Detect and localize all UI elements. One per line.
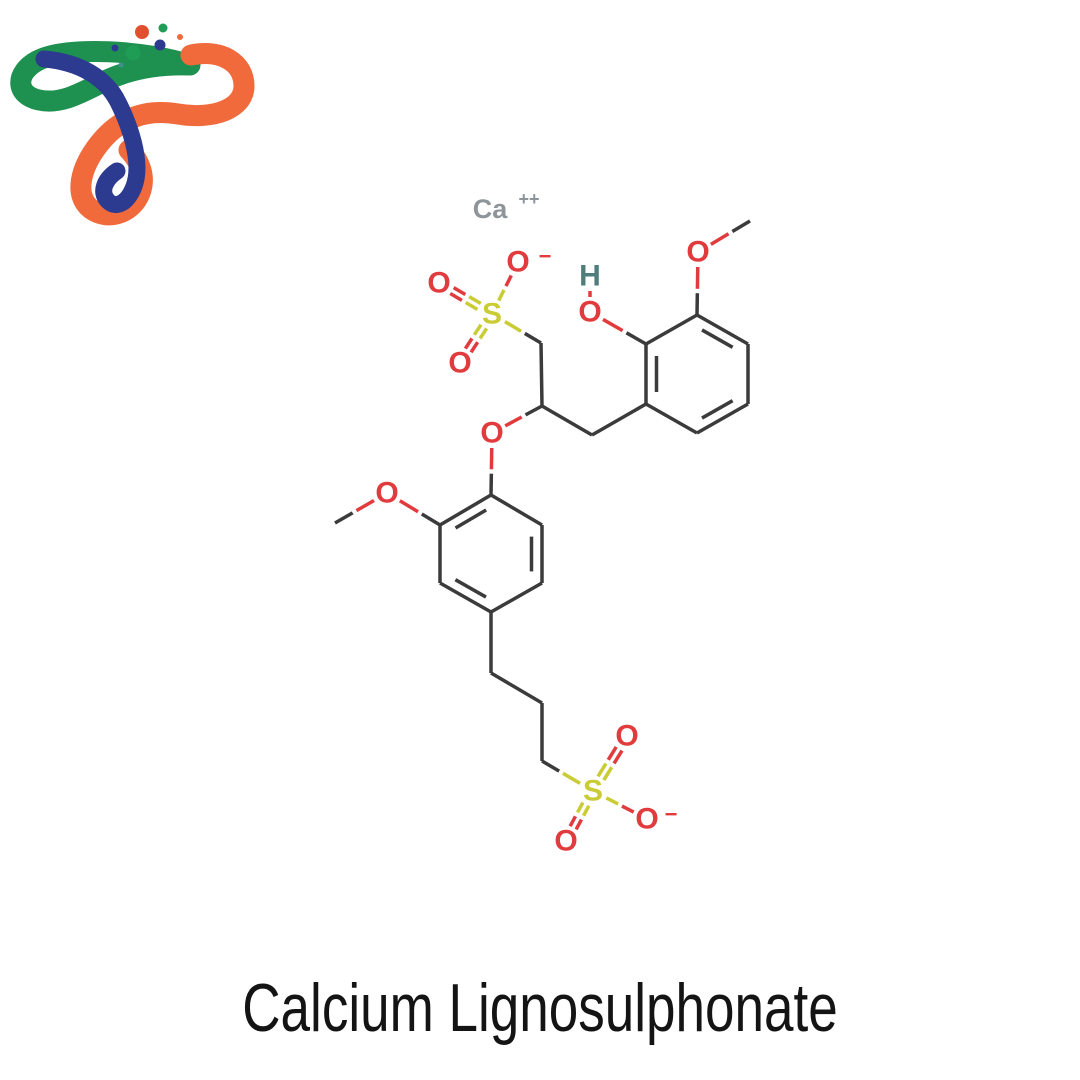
counterion-charge: ++ xyxy=(518,189,539,209)
bond-segment xyxy=(472,323,483,336)
bond-segment xyxy=(420,512,441,527)
bond-segment xyxy=(490,581,543,614)
bond-segment xyxy=(524,404,543,417)
bond-segment xyxy=(731,219,751,234)
atom-label-o: O xyxy=(427,267,450,300)
bond-segment xyxy=(490,671,543,705)
bond-segment xyxy=(574,818,583,831)
bond-segment xyxy=(591,402,647,437)
bond-segment xyxy=(469,341,480,354)
bond-segment xyxy=(468,295,482,306)
bond-segment xyxy=(696,313,749,346)
bond-segment xyxy=(606,746,618,761)
bond-segment xyxy=(645,402,698,435)
bond-segment xyxy=(602,766,614,781)
bond-segment xyxy=(464,301,479,311)
atom-label-o: O xyxy=(635,803,658,836)
atom-label-h: H xyxy=(579,260,601,293)
bond-segment xyxy=(454,508,488,530)
bond-segment xyxy=(645,313,698,346)
atom-label-o: O xyxy=(554,825,577,858)
atom-label-s: S xyxy=(583,775,603,808)
bond-segment xyxy=(504,274,513,287)
bond-segment xyxy=(709,232,730,246)
bond-segment xyxy=(478,327,489,340)
logo-dot xyxy=(154,39,166,51)
bond-segment xyxy=(602,317,624,333)
bond-segment xyxy=(539,342,544,407)
bond-segment xyxy=(439,493,492,527)
logo-dot xyxy=(118,62,124,68)
bond-segment xyxy=(541,759,561,773)
bond-segment xyxy=(541,404,593,437)
product-title: Calcium Lignosulphonate xyxy=(242,970,838,1046)
logo-dot xyxy=(135,25,149,39)
logo-dot xyxy=(111,44,119,52)
atom-label-o: O xyxy=(375,477,398,510)
bond-segment xyxy=(463,337,474,350)
charge-minus: − xyxy=(539,244,552,269)
logo-dot xyxy=(158,23,168,33)
bond-segment xyxy=(398,499,419,514)
atom-label-o: O xyxy=(448,347,471,380)
bond-segment xyxy=(625,331,647,346)
atom-label-o: O xyxy=(506,246,529,279)
bond-segment xyxy=(568,815,578,828)
logo-ribbon-navy xyxy=(35,50,146,213)
bond-segment xyxy=(596,762,608,778)
atom-label-o: O xyxy=(615,720,638,753)
bond-segment xyxy=(454,578,487,599)
bond-segment xyxy=(612,749,624,765)
bond-segment xyxy=(504,415,523,428)
logo-dot xyxy=(177,34,183,40)
logo-dot xyxy=(125,45,141,61)
bond-segment xyxy=(490,493,543,527)
bond-segment xyxy=(439,581,492,614)
atom-label-o: O xyxy=(480,417,503,450)
counterion-label: Ca xyxy=(473,194,508,224)
bond-segment xyxy=(504,320,522,333)
bond-segment xyxy=(334,511,354,525)
bond-segment xyxy=(452,286,467,296)
bond-segment xyxy=(701,399,734,420)
bond-segment xyxy=(576,801,585,814)
atom-label-s: S xyxy=(482,298,502,331)
bond-segment xyxy=(621,804,635,814)
charge-minus: − xyxy=(665,802,678,827)
bond-segment xyxy=(355,498,375,513)
atom-label-o: O xyxy=(686,236,709,269)
bond-segment xyxy=(696,402,749,435)
bond-segment xyxy=(562,771,581,785)
bond-segment xyxy=(523,331,542,345)
bond-segment xyxy=(701,328,734,349)
atom-label-o: O xyxy=(578,296,601,329)
bond-segment xyxy=(605,796,619,806)
bond-segment xyxy=(449,291,463,302)
logo-ribbon-green xyxy=(10,41,201,112)
bond-segment xyxy=(581,804,591,817)
company-logo xyxy=(10,23,255,226)
bond-segment xyxy=(497,289,506,302)
